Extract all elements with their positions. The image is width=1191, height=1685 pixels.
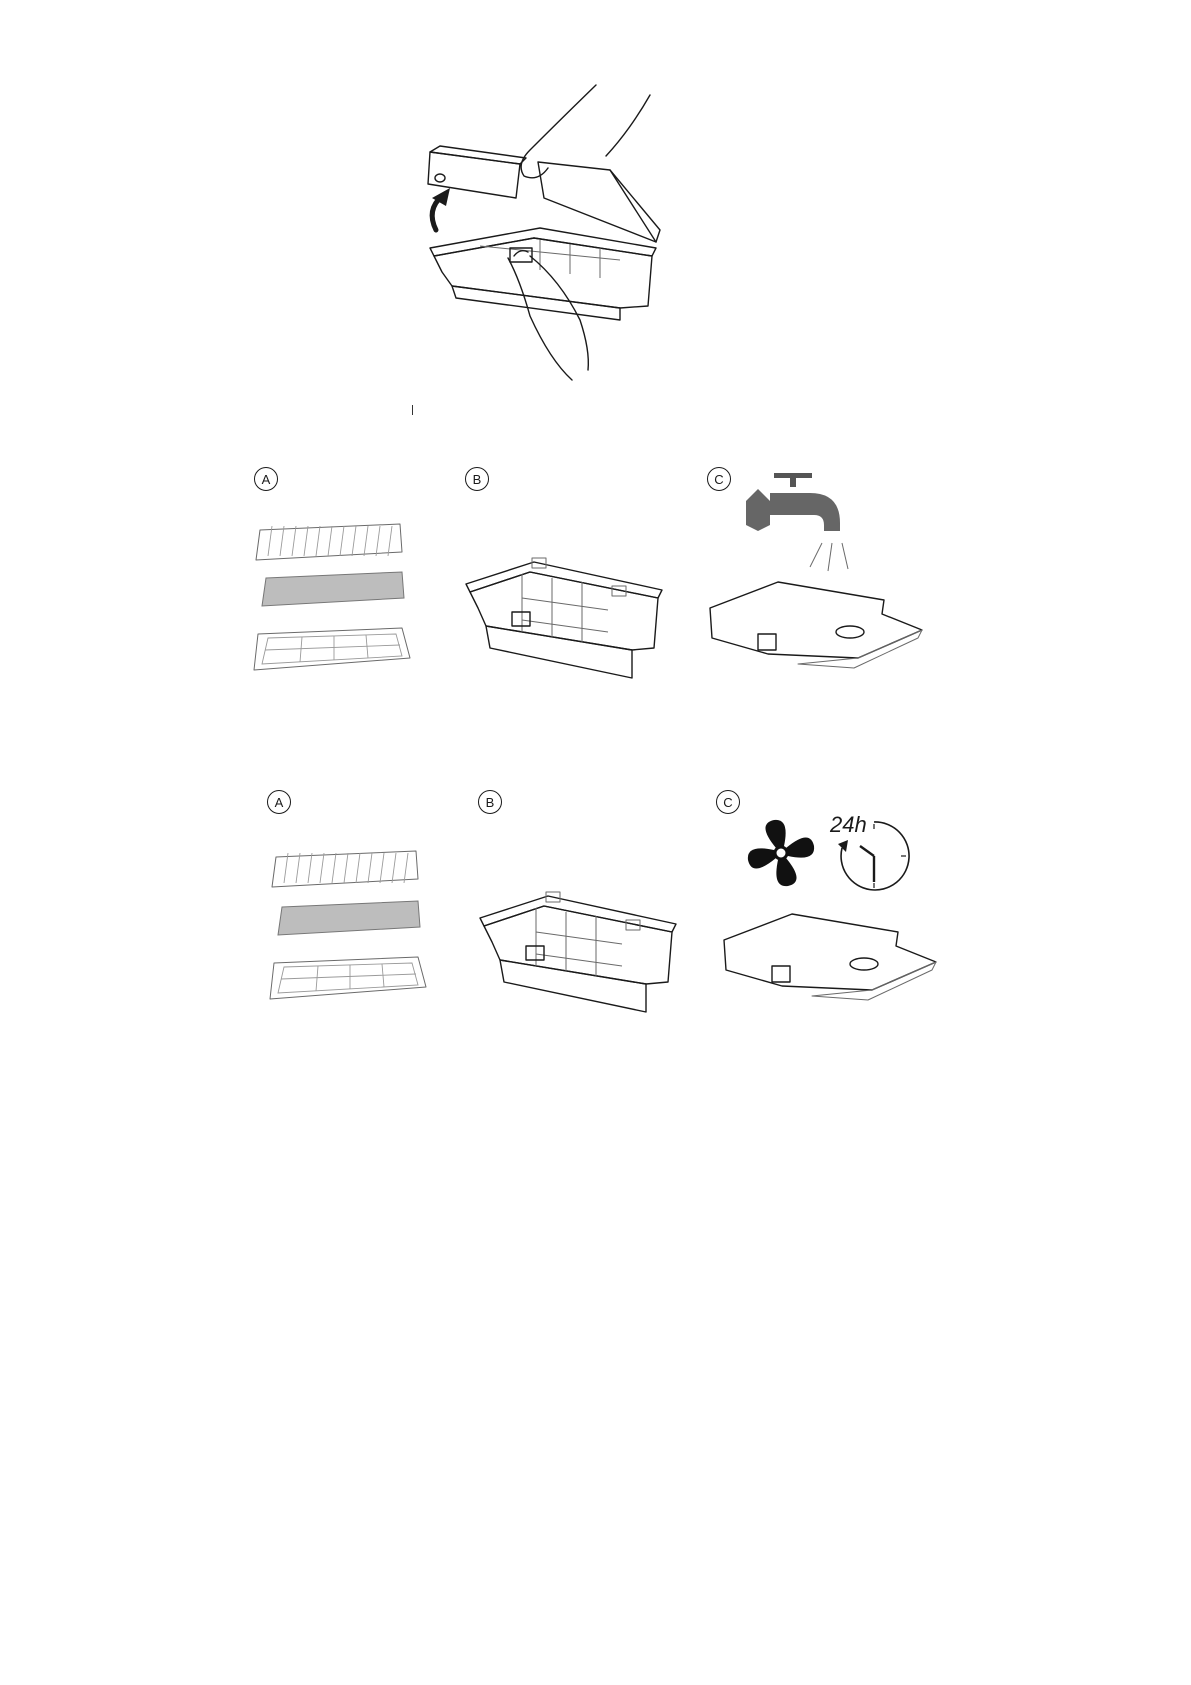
separator-mark: [412, 405, 413, 415]
grille-slat: [316, 526, 320, 556]
grille-slat: [344, 853, 348, 883]
step-a-badge: A: [267, 790, 291, 814]
water-tap-icon: [744, 467, 874, 577]
fan-icon: [746, 818, 816, 888]
filter-frame: [254, 628, 410, 670]
filter-felt: [262, 572, 404, 606]
grille-slat: [404, 853, 408, 883]
grille-slat: [280, 526, 284, 556]
grille-slat: [292, 526, 296, 556]
grille-slat: [304, 526, 308, 556]
grille-slat: [268, 526, 272, 556]
grille-slat: [352, 526, 356, 556]
filter-drying: [722, 910, 942, 1002]
grille-slat: [364, 526, 368, 556]
step-c-badge: C: [716, 790, 740, 814]
step-c-badge: C: [707, 467, 731, 491]
filter-parts-exploded: [252, 508, 412, 678]
grille-slat: [296, 853, 300, 883]
grille-slat: [284, 853, 288, 883]
dustbin-open-empty: [476, 882, 686, 1014]
dustbin-opening-illustration: [420, 80, 700, 400]
dustbin-lid: [428, 146, 660, 242]
grille-slat: [388, 526, 392, 556]
grille-slat: [368, 853, 372, 883]
hands: [508, 85, 650, 380]
filter-parts-exploded: [268, 845, 428, 1015]
filter-grille: [272, 851, 418, 887]
dustbin-body: [430, 228, 656, 320]
grille-slat: [340, 526, 344, 556]
step-b-badge: B: [465, 467, 489, 491]
filter-grille: [256, 524, 402, 560]
grille-slat: [320, 853, 324, 883]
clock-icon: [836, 818, 912, 894]
grille-slat: [356, 853, 360, 883]
step-b-badge: B: [478, 790, 502, 814]
grille-slat: [376, 526, 380, 556]
grille-slat: [392, 853, 396, 883]
filter-felt: [278, 901, 420, 935]
grille-slat: [380, 853, 384, 883]
filter-frame: [270, 957, 426, 999]
grille-slat: [308, 853, 312, 883]
grille-slat: [332, 853, 336, 883]
dustbin-open-empty: [462, 548, 672, 680]
filter-washed: [708, 578, 928, 670]
step-a-badge: A: [254, 467, 278, 491]
grille-slat: [328, 526, 332, 556]
curved-up-arrow-icon: [432, 188, 450, 230]
